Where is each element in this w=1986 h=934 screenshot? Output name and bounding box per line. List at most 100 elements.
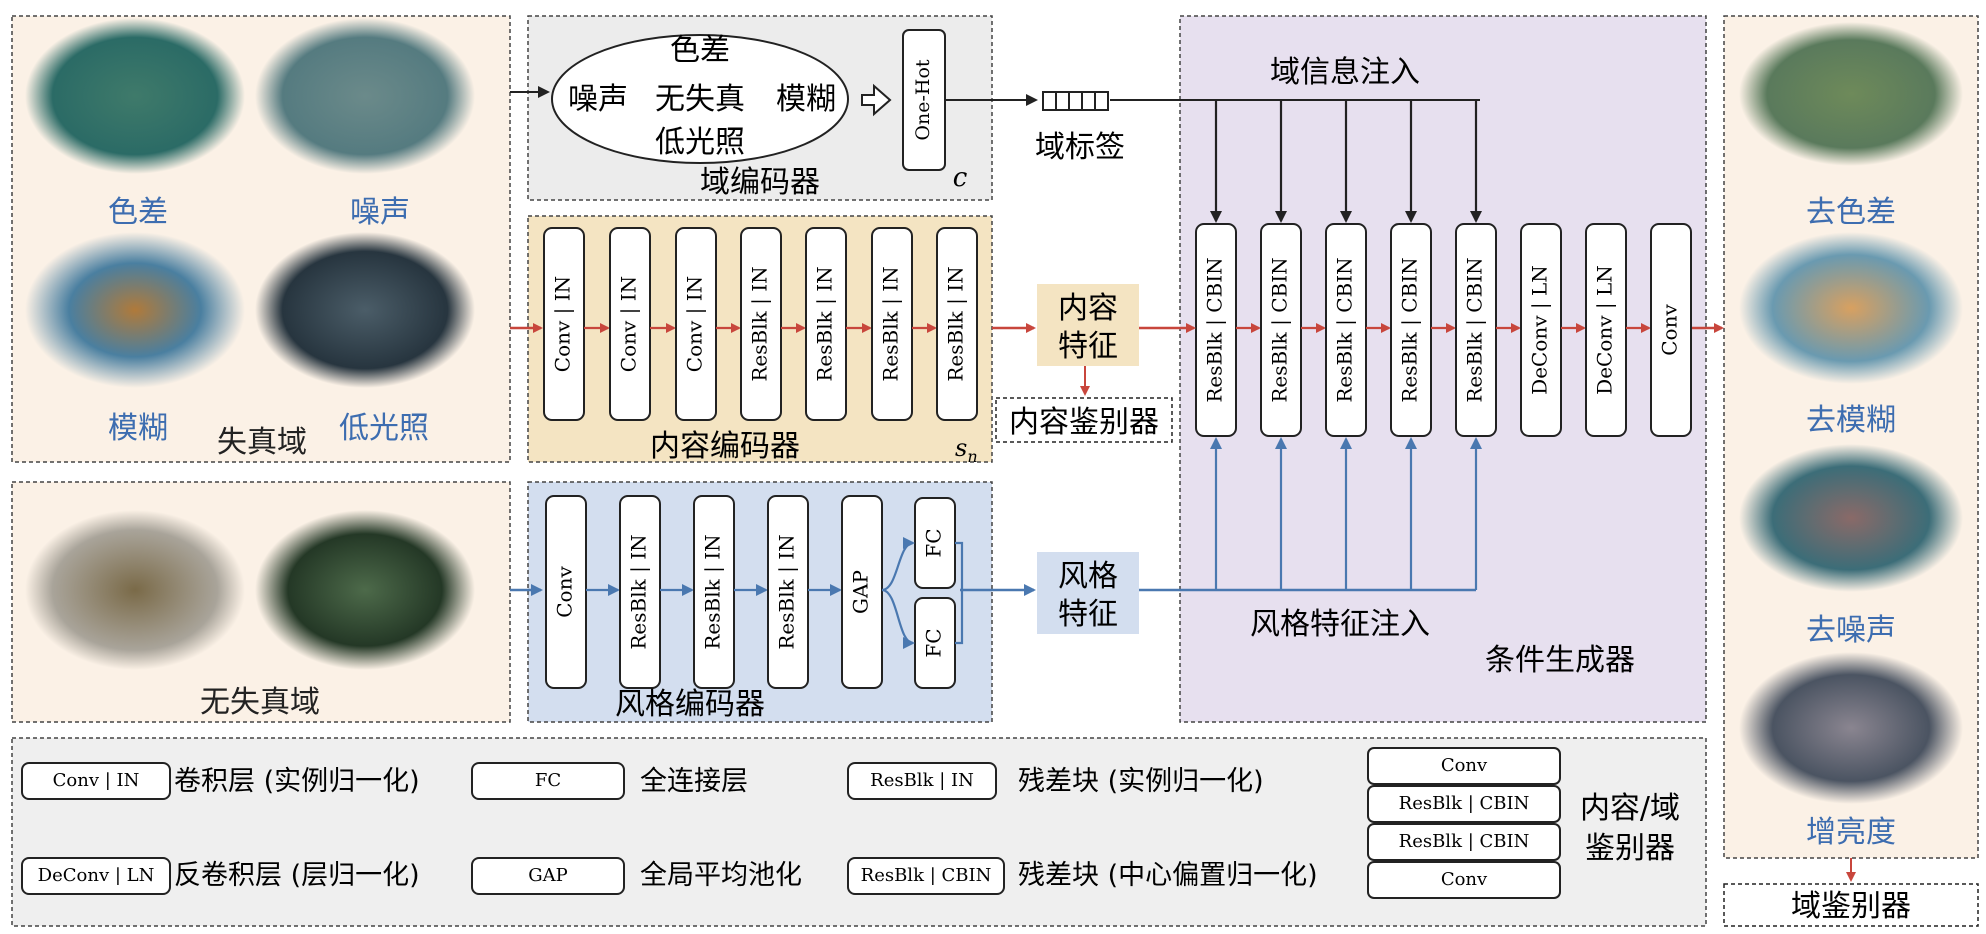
stack-block-label-4: Conv: [1441, 869, 1488, 890]
style-block-3: ResBlk | IN: [693, 495, 735, 689]
domain-discriminator: 域鉴别器: [1723, 883, 1979, 927]
generator-block-4-label: ResBlk | CBIN: [1398, 257, 1423, 402]
legend-box-label-1: Conv | IN: [53, 770, 140, 791]
generator-block-8: Conv: [1650, 223, 1692, 437]
style-block-5: GAP: [841, 495, 883, 689]
clean-image-1: [25, 510, 245, 670]
generator-block-3-label: ResBlk | CBIN: [1333, 257, 1358, 402]
generator-block-1: ResBlk | CBIN: [1195, 223, 1237, 437]
generator-block-3: ResBlk | CBIN: [1325, 223, 1367, 437]
output-label-1: 去色差: [1806, 195, 1896, 230]
output-label-3: 去噪声: [1806, 613, 1896, 648]
clean-domain-title: 无失真域: [200, 685, 320, 720]
legend-desc-6: 残差块 (中心偏置归一化): [1018, 860, 1318, 891]
stack-block-3: ResBlk | CBIN: [1367, 823, 1561, 861]
legend-box-label-6: ResBlk | CBIN: [861, 865, 992, 886]
generator-block-7: DeConv | LN: [1585, 223, 1627, 437]
style-block-2-label: ResBlk | IN: [627, 534, 652, 649]
distortion-domain-title: 失真域: [217, 425, 307, 460]
domain-discriminator-label: 域鉴别器: [1791, 889, 1911, 924]
content-block-7: ResBlk | IN: [936, 227, 978, 421]
content-discriminator: 内容鉴别器: [995, 397, 1173, 443]
stack-label-line-2: 鉴别器: [1585, 831, 1675, 866]
distortion-label-3: 模糊: [108, 411, 168, 446]
style-feature-line-1: 风格: [1058, 559, 1118, 594]
low-light-image: [255, 232, 475, 388]
fc-block-1-label: FC: [922, 528, 946, 557]
c-symbol: c: [953, 163, 968, 193]
distortion-label-4: 低光照: [339, 411, 429, 446]
generator-block-7-label: DeConv | LN: [1593, 265, 1618, 395]
style-block-1: Conv: [545, 495, 587, 689]
stack-block-4: Conv: [1367, 861, 1561, 899]
style-feature: 风格 特征: [1037, 552, 1139, 634]
clean-image-2: [255, 510, 475, 670]
domain-label-text: 域标签: [1035, 130, 1125, 165]
blur-image: [25, 232, 245, 388]
content-block-2: Conv | IN: [609, 227, 651, 421]
generator-block-5: ResBlk | CBIN: [1455, 223, 1497, 437]
style-block-2: ResBlk | IN: [619, 495, 661, 689]
arrows: [510, 86, 1856, 882]
content-block-7-label: ResBlk | IN: [944, 266, 969, 381]
distortion-label-2: 噪声: [350, 195, 410, 230]
style-block-4: ResBlk | IN: [767, 495, 809, 689]
style-feature-line-2: 特征: [1058, 597, 1118, 632]
stack-block-2: ResBlk | CBIN: [1367, 785, 1561, 823]
generator-block-1-label: ResBlk | CBIN: [1203, 257, 1228, 402]
legend-desc-1: 卷积层 (实例归一化): [174, 766, 420, 797]
stack-block-1: Conv: [1367, 747, 1561, 785]
legend-desc-2: 全连接层: [640, 766, 748, 797]
encoder-item-1: 色差: [670, 33, 730, 68]
distortion-domain-panel: 色差 噪声 模糊 低光照 失真域: [11, 15, 511, 463]
content-block-3: Conv | IN: [675, 227, 717, 421]
legend-box-label-3: ResBlk | IN: [870, 770, 974, 791]
style-encoder: Conv ResBlk | IN ResBlk | IN ResBlk | IN GAP…: [527, 481, 993, 723]
output-image-4: [1739, 652, 1963, 804]
domain-injection-label: 域信息注入: [1270, 55, 1420, 90]
clean-domain-panel: 无失真域: [11, 481, 511, 723]
style-block-1-label: Conv: [553, 566, 577, 618]
generator-block-4: ResBlk | CBIN: [1390, 223, 1432, 437]
content-block-2-label: Conv | IN: [617, 276, 642, 372]
output-label-4: 增亮度: [1806, 815, 1896, 850]
legend-desc-5: 全局平均池化: [640, 860, 802, 891]
style-block-3-label: ResBlk | IN: [701, 534, 726, 649]
fc-block-2-label: FC: [922, 628, 946, 657]
fc-block-1: FC: [914, 497, 956, 589]
sn-symbol: sn: [955, 434, 978, 466]
distortion-label-1: 色差: [108, 195, 168, 230]
content-block-6-label: ResBlk | IN: [879, 266, 904, 381]
encoder-item-2: 噪声: [568, 82, 628, 117]
outputs-panel: 去色差 去模糊 去噪声 增亮度: [1723, 15, 1979, 859]
onehot-label: One-Hot: [912, 59, 934, 140]
stack-block-label-1: Conv: [1441, 755, 1488, 776]
content-discriminator-label: 内容鉴别器: [1009, 405, 1159, 440]
generator-block-2: ResBlk | CBIN: [1260, 223, 1302, 437]
content-feature-line-1: 内容: [1058, 291, 1118, 326]
content-encoder: Conv | IN Conv | IN Conv | IN ResBlk | IN Re…: [527, 215, 993, 466]
legend-desc-3: 残差块 (实例归一化): [1018, 766, 1264, 797]
stack-block-label-2: ResBlk | CBIN: [1399, 793, 1530, 814]
legend-item-5: GAP 全局平均池化: [471, 857, 802, 895]
content-block-3-label: Conv | IN: [683, 276, 708, 372]
generator-block-6-label: DeConv | LN: [1528, 265, 1553, 395]
output-label-2: 去模糊: [1806, 403, 1896, 438]
style-injection-label: 风格特征注入: [1250, 607, 1430, 642]
domain-encoder: 色差 噪声 无失真 模糊 低光照 One-Hot c 域编码器: [527, 15, 993, 201]
content-block-5-label: ResBlk | IN: [813, 266, 838, 381]
content-block-1: Conv | IN: [543, 227, 585, 421]
generator-title: 条件生成器: [1485, 643, 1635, 678]
encoder-item-5: 低光照: [655, 125, 745, 160]
encoder-item-4: 模糊: [776, 82, 836, 117]
hollow-arrow-icon: [861, 83, 892, 117]
stack-block-label-3: ResBlk | CBIN: [1399, 831, 1530, 852]
generator-block-6: DeConv | LN: [1520, 223, 1562, 437]
legend-item-3: ResBlk | IN 残差块 (实例归一化): [847, 762, 1264, 800]
content-block-4: ResBlk | IN: [740, 227, 782, 421]
output-image-2: [1739, 232, 1963, 384]
chromatic-aberration-image: [25, 18, 245, 174]
legend-box-label-5: GAP: [528, 865, 568, 886]
